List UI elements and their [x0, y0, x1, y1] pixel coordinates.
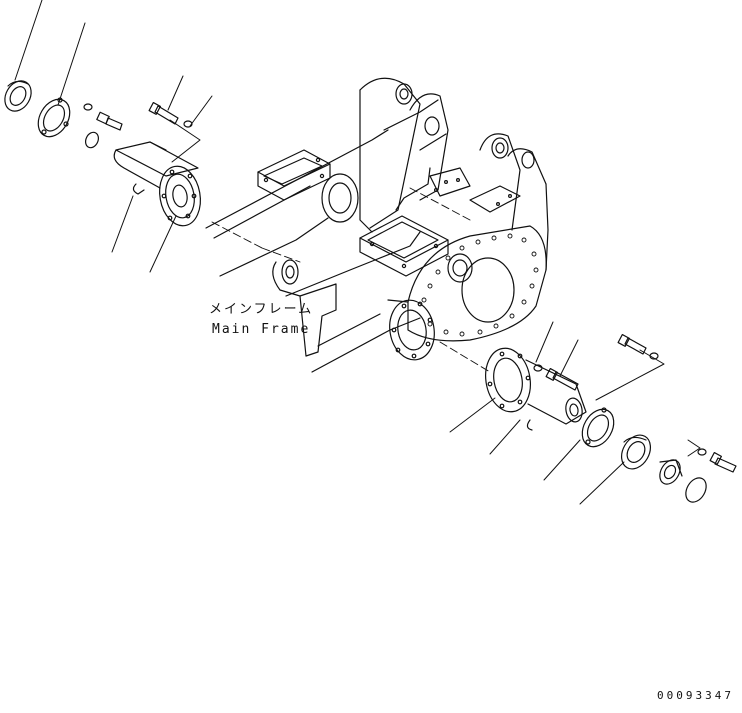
leader-line	[543, 439, 581, 481]
bolt-right-upper	[545, 367, 579, 391]
leader-line	[579, 461, 625, 505]
bolt-right-top	[617, 333, 659, 360]
leader-lines	[14, 0, 701, 505]
bracket-line	[595, 349, 665, 401]
frame-label-japanese: メインフレーム	[209, 302, 314, 317]
bracket-line	[687, 439, 701, 457]
bolt-left-upper	[96, 111, 123, 131]
leader-line	[111, 195, 134, 253]
washer-right	[533, 364, 543, 372]
bearing-right	[659, 459, 683, 485]
frame-label-english: Main Frame	[212, 322, 311, 337]
cover-plate-right	[581, 407, 615, 448]
seal-ring-left	[4, 80, 32, 112]
bolt-top	[148, 101, 193, 128]
washer-small	[83, 103, 93, 111]
figure-number: 00093347	[657, 689, 734, 702]
leader-line	[189, 95, 213, 127]
o-ring-left	[84, 131, 100, 149]
leader-line	[167, 75, 184, 111]
leader-line	[535, 321, 554, 363]
leader-line	[559, 339, 579, 377]
bracket-line	[169, 119, 201, 163]
seal-ring-right	[620, 434, 652, 470]
snap-ring	[685, 477, 707, 503]
axle-support-right	[485, 347, 587, 431]
leader-line	[149, 215, 177, 273]
center-lines	[211, 187, 491, 373]
leader-line	[14, 0, 43, 81]
leader-line	[57, 22, 86, 106]
cover-plate-left	[37, 97, 71, 138]
axle-support-left	[113, 141, 201, 227]
leader-line	[489, 419, 521, 455]
bolt-right-lower	[697, 448, 737, 473]
leader-line	[449, 397, 496, 433]
main-frame	[205, 77, 549, 373]
